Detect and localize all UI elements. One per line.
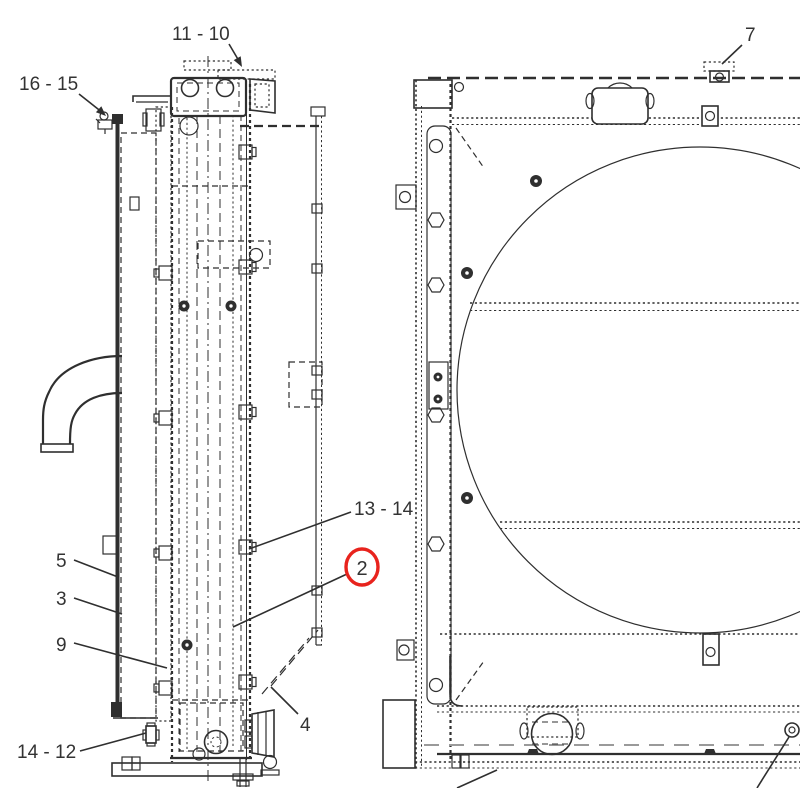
- callout-11-10-label[interactable]: 11 - 10: [172, 24, 230, 45]
- leader-line: [248, 511, 352, 550]
- inlet-port: [179, 116, 199, 136]
- brace-dash-top: [455, 127, 485, 169]
- callout-14-12-label[interactable]: 14 - 12: [17, 742, 76, 763]
- core-edge-bolts-right: [238, 144, 257, 690]
- callout-5-label[interactable]: 5: [56, 551, 67, 572]
- lower-mount-tab: [702, 633, 720, 666]
- callout-3-label[interactable]: 3: [56, 589, 67, 610]
- callout-9[interactable]: 9: [56, 635, 168, 669]
- radiator-core: [170, 84, 320, 762]
- callout-11-10[interactable]: 11 - 10: [172, 24, 242, 67]
- filler-neck-right: [215, 78, 235, 98]
- outlet-fitting: [244, 709, 280, 776]
- projection-dash-2: [261, 637, 310, 695]
- base-stud-bolt: [232, 758, 254, 787]
- callout-2-highlighted[interactable]: 2: [232, 547, 380, 628]
- bottom-tank-front: [415, 705, 800, 769]
- callouts: 16 - 15 11 - 10 7 13 - 14 2 5 3: [17, 24, 756, 763]
- leader-arrowhead: [95, 106, 106, 116]
- callout-16-15-label[interactable]: 16 - 15: [19, 74, 78, 95]
- leader-line: [270, 686, 299, 715]
- callout-13-14[interactable]: 13 - 14: [248, 499, 414, 550]
- core-edge-bolts-left: [153, 265, 173, 696]
- leader-line: [73, 597, 123, 615]
- flanged-mount-bolt: [142, 722, 160, 747]
- leader-arrowhead: [233, 56, 242, 67]
- top-tank: [169, 60, 276, 136]
- core-face-rivets: [178, 300, 237, 651]
- callout-16-15[interactable]: 16 - 15: [19, 74, 106, 116]
- cut-off-leaders: [456, 722, 800, 788]
- vent-valve-fitting: [95, 111, 113, 134]
- callout-2-label[interactable]: 2: [356, 558, 367, 580]
- top-plate: [183, 60, 232, 71]
- projection-dash-1: [270, 629, 319, 687]
- callout-7[interactable]: 7: [721, 25, 756, 65]
- callout-14-12[interactable]: 14 - 12: [17, 732, 147, 763]
- leader-line: [721, 44, 743, 65]
- front-view: [382, 61, 800, 788]
- inlet-elbow-hose: [40, 354, 123, 453]
- side-view: [40, 56, 326, 787]
- callout-4[interactable]: 4: [270, 686, 311, 736]
- leader-line: [73, 642, 168, 669]
- left-mounting-plate: [102, 114, 140, 717]
- callout-13-14-label[interactable]: 13 - 14: [354, 499, 414, 520]
- leader-line: [73, 559, 119, 578]
- side-bracket-box: [249, 78, 276, 114]
- filler-neck-left: [180, 78, 200, 98]
- shroud-crossbars: [440, 302, 800, 635]
- lower-mount-bracket: [288, 361, 323, 408]
- shroud-rivets: [461, 175, 542, 504]
- top-left-bracket: [132, 95, 172, 132]
- brace-dash-bottom: [455, 660, 485, 701]
- left-frame-channel: [426, 84, 463, 762]
- callout-3[interactable]: 3: [56, 589, 123, 615]
- highlight-circle[interactable]: [344, 547, 380, 587]
- base-plate: [111, 756, 263, 777]
- bottom-tank: [170, 702, 252, 761]
- callout-5[interactable]: 5: [56, 551, 119, 578]
- left-outer-tabs: [395, 184, 417, 661]
- mid-mount-bracket: [197, 240, 271, 269]
- upper-mount-tab: [701, 105, 719, 127]
- callout-4-label[interactable]: 4: [300, 715, 311, 736]
- fan-opening-circle: [456, 146, 800, 634]
- drain-plug-front: [519, 706, 585, 756]
- filler-cap: [585, 82, 655, 125]
- drain-cock: [203, 729, 229, 755]
- corner-hatch-block: [413, 79, 453, 109]
- base-hatch-block: [382, 699, 416, 769]
- callout-7-label[interactable]: 7: [745, 25, 756, 46]
- callout-9-label[interactable]: 9: [56, 635, 67, 656]
- corner-hole: [453, 81, 465, 93]
- guard-plate: [261, 106, 326, 695]
- lifting-tab: [703, 61, 735, 83]
- leader-line: [232, 573, 348, 628]
- side-panel: [113, 132, 158, 719]
- leader-line: [79, 732, 147, 752]
